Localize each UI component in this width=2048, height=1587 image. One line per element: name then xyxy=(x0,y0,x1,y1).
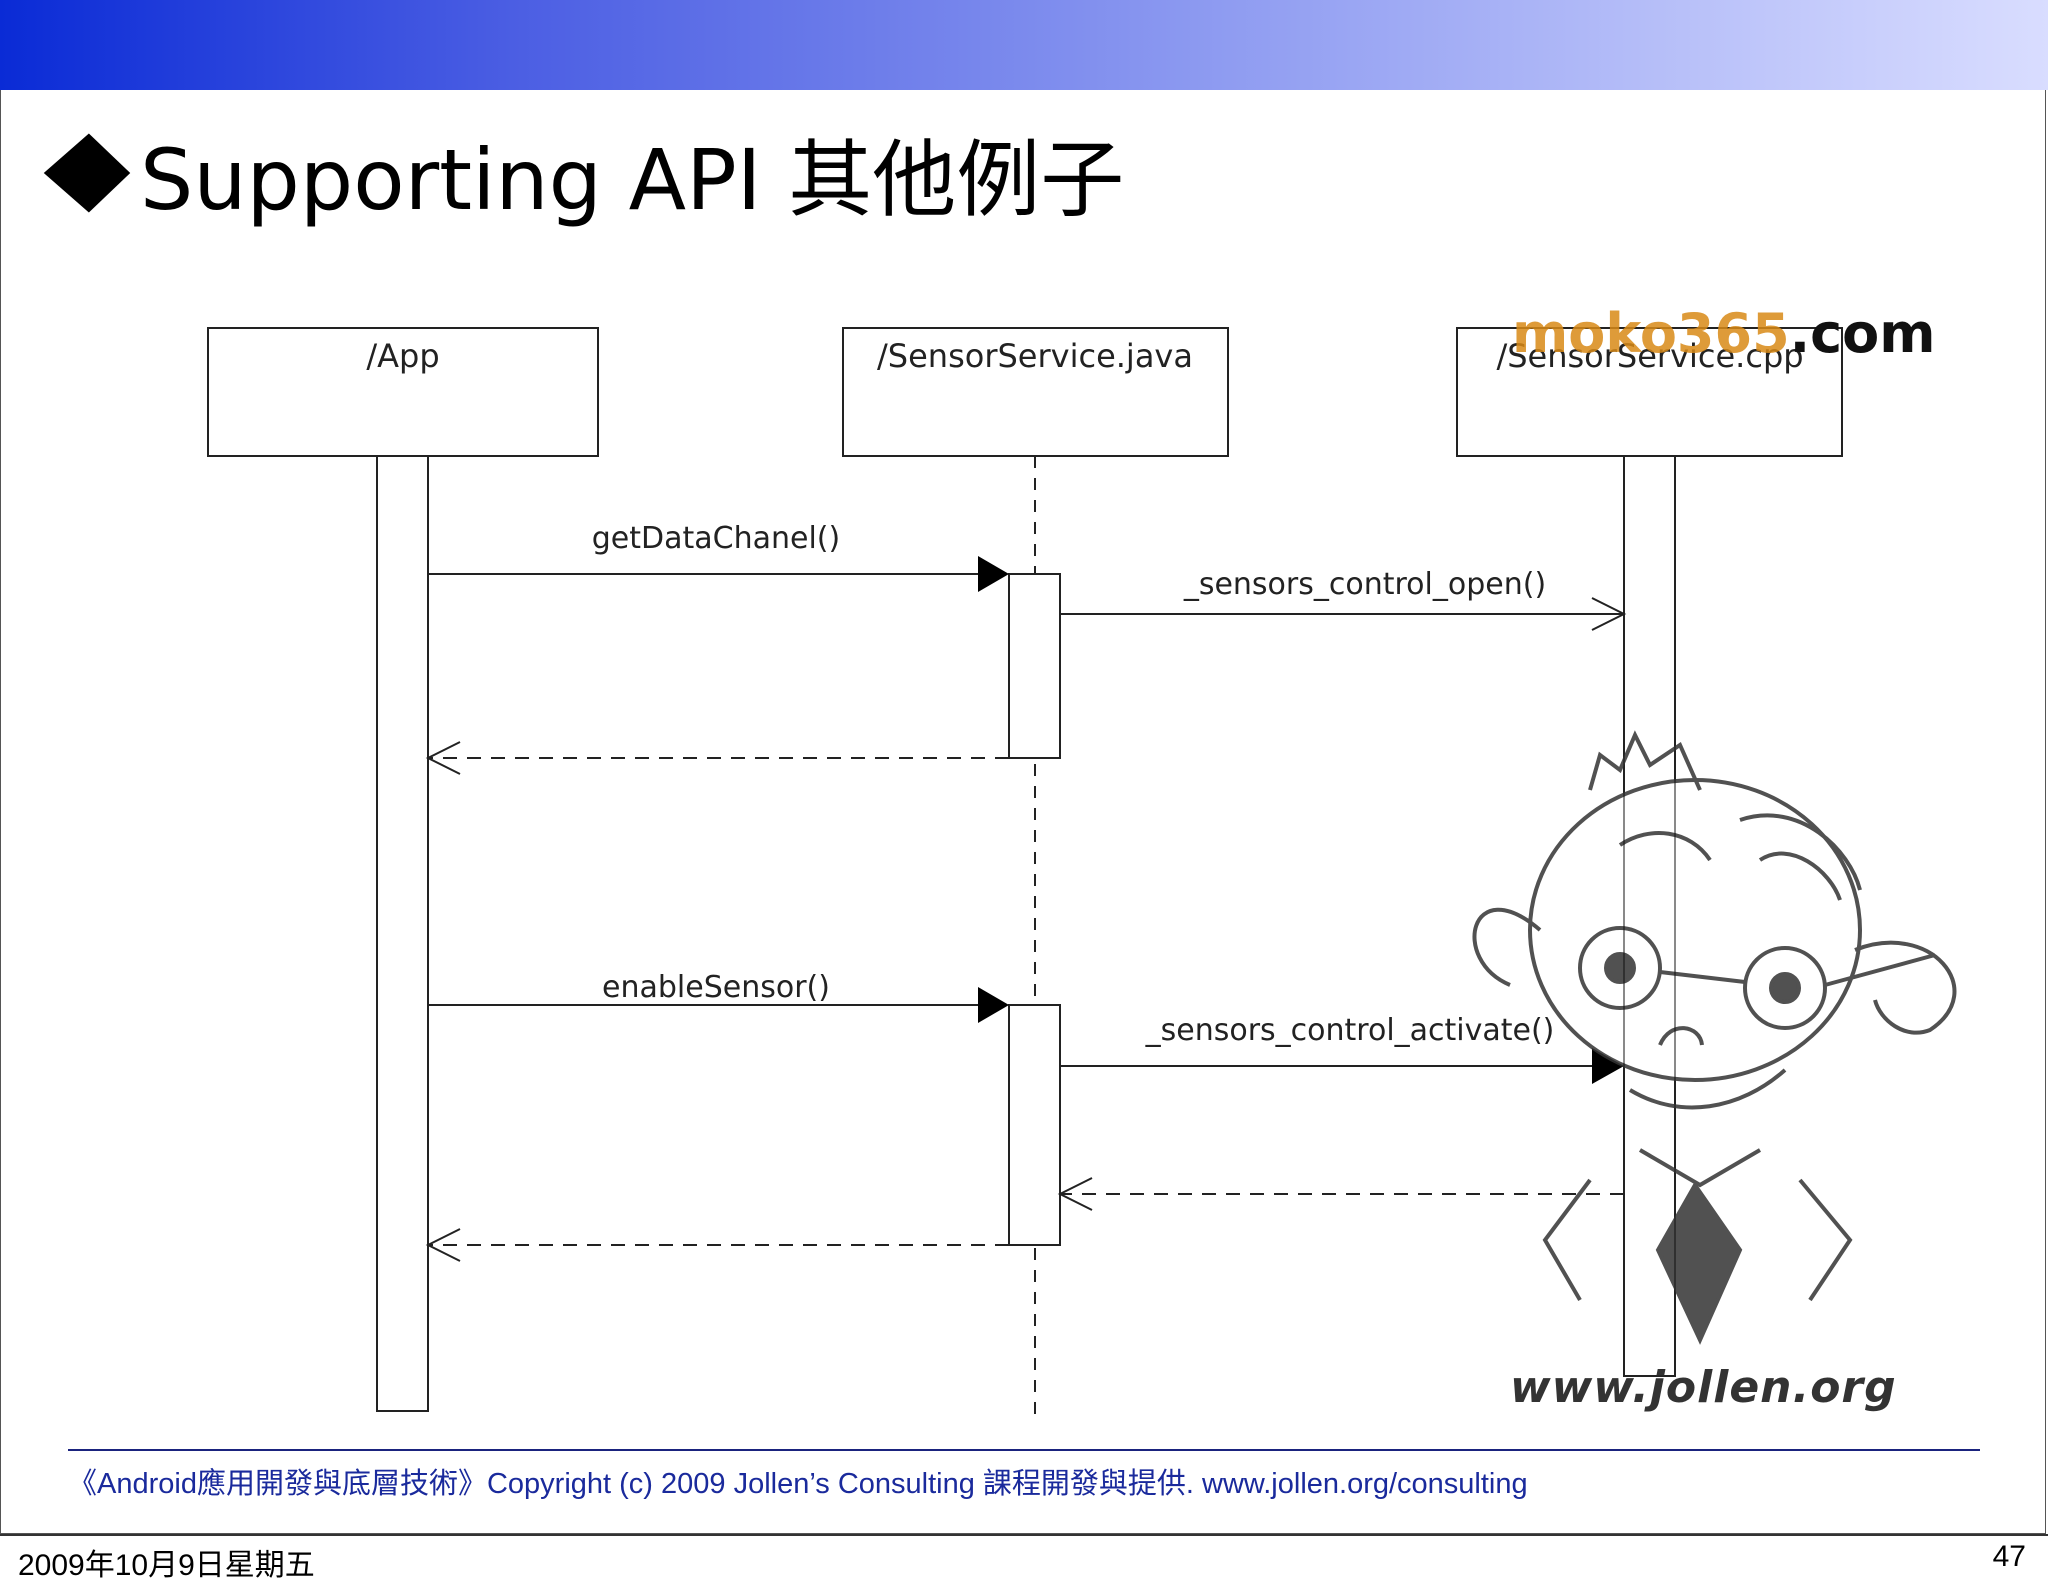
page-number: 47 xyxy=(1992,1540,2026,1573)
mascot-illustration xyxy=(1472,730,1957,1345)
return-message-2 xyxy=(1057,1177,1624,1211)
message-activate-label: _sensors_control_activate() xyxy=(1145,1013,1555,1048)
lifeline-cpp-label: /SensorService.cpp xyxy=(1496,337,1803,375)
title-bar-gradient xyxy=(0,0,2048,90)
lifeline-app: /App xyxy=(207,327,599,457)
java-activation-1 xyxy=(1008,573,1061,759)
sequence-diagram: /App /SensorService.java /SensorService.… xyxy=(207,327,1957,1415)
message-getdatachanel: getDataChanel() xyxy=(428,521,1009,592)
return-message-3 xyxy=(425,1228,1009,1262)
diamond-bullet-icon xyxy=(43,133,131,213)
slide-date: 2009年10月9日星期五 xyxy=(18,1549,315,1582)
return-message-1 xyxy=(425,741,1009,775)
slide-title-text: Supporting API 其他例子 xyxy=(140,130,1125,229)
app-activation-bar xyxy=(376,455,429,1412)
footer-rule xyxy=(68,1449,1980,1451)
cpp-activation-bar xyxy=(1623,455,1676,1377)
message-sensors-control-open: _sensors_control_open() xyxy=(1060,567,1627,631)
slide-bottom-rule xyxy=(0,1534,2048,1536)
footer-copyright: 《Android應用開發與底層技術》Copyright (c) 2009 Jol… xyxy=(68,1468,1528,1500)
jollen-watermark: www.jollen.org xyxy=(1510,1362,1897,1413)
lifeline-app-label: /App xyxy=(366,337,439,375)
lifeline-java-label: /SensorService.java xyxy=(877,337,1193,375)
message-enablesensor: enableSensor() xyxy=(428,970,1009,1023)
message-sensors-control-activate: _sensors_control_activate() xyxy=(1060,1013,1624,1084)
slide-title: Supporting API 其他例子 xyxy=(40,118,1124,229)
watermark-brand: moko365 xyxy=(1512,302,1790,365)
message-enablesensor-label: enableSensor() xyxy=(602,970,830,1005)
message-getdatachanel-label: getDataChanel() xyxy=(592,521,840,556)
lifeline-sensorservice-cpp: /SensorService.cpp xyxy=(1456,327,1843,457)
message-open-label: _sensors_control_open() xyxy=(1183,567,1546,602)
moko365-watermark: moko365.com xyxy=(1512,302,1936,365)
java-activation-2 xyxy=(1008,1004,1061,1246)
lifeline-sensorservice-java: /SensorService.java xyxy=(842,327,1229,457)
watermark-brand-suffix: .com xyxy=(1789,302,1936,365)
